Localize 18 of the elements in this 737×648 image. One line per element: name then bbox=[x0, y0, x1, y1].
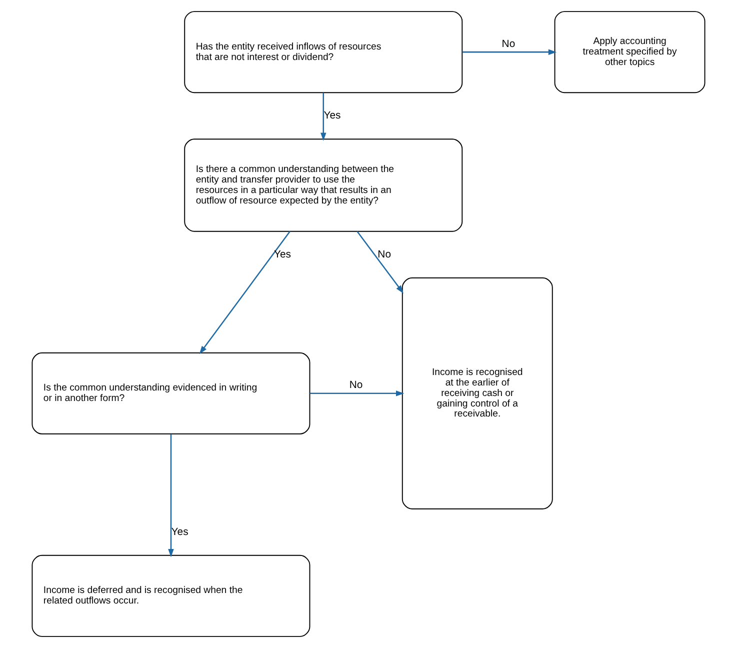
node-box: Income is recognised at the earlier of receiving cash or gaining control of a receivable. bbox=[402, 277, 553, 510]
edge-label: No bbox=[349, 380, 363, 392]
node-box: Is there a common understanding between the entity and transfer provider to use the resources in a particular way that results in an outflow of resource expected by the entity? bbox=[184, 138, 463, 232]
node-box: Income is deferred and is recognised when the related outflows occur. bbox=[32, 554, 310, 637]
arrow bbox=[462, 49, 557, 55]
node-box: Has the entity received inflows of resources that are not interest or dividend? bbox=[184, 11, 463, 94]
edge-label: Yes bbox=[171, 526, 188, 538]
arrow bbox=[320, 92, 326, 141]
edge-label: No bbox=[378, 249, 391, 260]
arrow bbox=[310, 390, 404, 396]
node-box: Apply accounting treatment specified by other topics bbox=[554, 11, 706, 94]
edge-label: No bbox=[502, 38, 516, 50]
arrow bbox=[356, 230, 404, 294]
node-box: Is the common understanding evidenced in writing or in another form? bbox=[32, 352, 310, 434]
edge-label: Yes bbox=[274, 249, 291, 260]
edge-label: Yes bbox=[324, 110, 341, 122]
arrow bbox=[168, 434, 174, 558]
arrow bbox=[199, 230, 290, 354]
